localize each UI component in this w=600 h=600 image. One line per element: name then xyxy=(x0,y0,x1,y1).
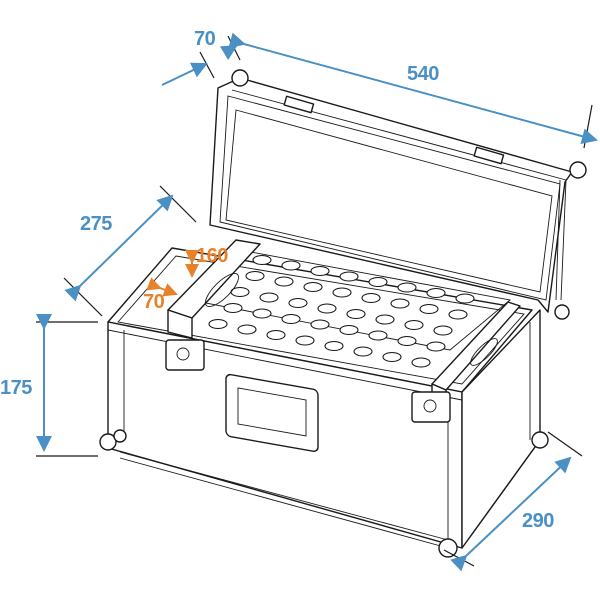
insert-hole xyxy=(397,282,417,293)
inner-dimension-lines xyxy=(146,250,199,297)
insert-hole xyxy=(332,287,352,298)
insert-hole xyxy=(339,271,359,282)
insert-hole xyxy=(455,293,475,304)
insert-hole xyxy=(208,318,228,330)
insert-hole xyxy=(397,335,417,347)
insert-hole xyxy=(252,308,272,319)
insert-hole xyxy=(303,281,323,293)
insert-hole xyxy=(382,351,402,363)
insert-hole xyxy=(245,270,265,282)
dimension-lines xyxy=(36,32,598,572)
insert-hole xyxy=(281,260,301,271)
insert-hole xyxy=(310,319,330,330)
insert-hole xyxy=(361,292,381,304)
latch-right xyxy=(411,391,451,423)
insert-hole xyxy=(274,276,294,287)
latch-left xyxy=(165,339,205,371)
insert-hole xyxy=(223,302,243,314)
insert-hole xyxy=(375,314,395,325)
insert-hole xyxy=(390,298,410,309)
insert-hole xyxy=(419,303,439,315)
insert-hole xyxy=(368,276,388,288)
insert-hole xyxy=(281,313,301,325)
mic-insert xyxy=(167,239,521,403)
handle xyxy=(225,373,319,452)
dim-depth-label: 290 xyxy=(522,510,554,532)
insert-hole xyxy=(353,346,373,357)
insert-hole xyxy=(317,303,337,314)
dim-compartment-width-label: 70 xyxy=(143,291,165,313)
insert-hole xyxy=(252,254,272,266)
insert-hole xyxy=(433,325,453,336)
insert-hole xyxy=(288,297,308,309)
dim-length-label: 540 xyxy=(407,63,439,85)
dim-height-label: 175 xyxy=(0,377,32,399)
insert-hole xyxy=(426,341,446,352)
dim-width-label: 275 xyxy=(80,213,112,235)
insert-hole xyxy=(259,292,279,303)
dim-compartment-height-label: 160 xyxy=(196,245,228,267)
insert-hole xyxy=(339,324,359,336)
insert-hole xyxy=(324,340,344,352)
insert-hole xyxy=(310,265,330,277)
insert-hole xyxy=(426,287,446,299)
insert-hole xyxy=(346,308,366,320)
insert-hole xyxy=(411,357,431,368)
insert-hole xyxy=(266,329,286,341)
dim-lid-depth-label: 70 xyxy=(194,28,216,50)
insert-hole xyxy=(237,324,257,335)
insert-hole xyxy=(368,330,388,341)
insert-holes xyxy=(208,254,475,368)
insert-hole xyxy=(448,309,468,320)
insert-hole xyxy=(404,319,424,331)
insert-hole xyxy=(295,335,315,346)
